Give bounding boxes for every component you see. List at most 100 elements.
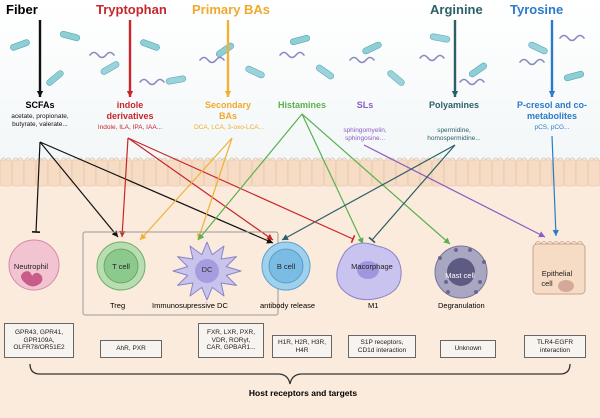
- arrow-head: [198, 233, 205, 240]
- signal-arrow: [127, 137, 274, 241]
- inhibition-bar: [350, 235, 356, 243]
- receptor-box-pcresol: TLR4-EGFR interaction: [524, 335, 586, 358]
- mast-cell-granule: [474, 290, 478, 294]
- metabolite-polyamines: Polyamines: [428, 100, 480, 110]
- microvilli: [468, 157, 480, 161]
- outcome-m1: M1: [368, 301, 379, 310]
- bacterium-rod: [215, 42, 235, 58]
- bacterium-rod: [165, 75, 187, 85]
- receptors-brace: [29, 363, 571, 385]
- scfas-examples-1: acetate, propionate,: [11, 113, 69, 120]
- t-cell-nucleus: [103, 248, 139, 284]
- microvilli: [36, 157, 48, 161]
- outcome-treg: Treg: [110, 301, 126, 310]
- epithelial-cell: [527, 159, 541, 187]
- epithelial-cell: [11, 159, 25, 187]
- microvilli: [336, 157, 348, 161]
- microvilli: [96, 157, 108, 161]
- epithelial-cell: [227, 159, 241, 187]
- signal-arrow: [121, 137, 129, 238]
- signal-arrow: [197, 113, 303, 241]
- epithelial-microvilli: [534, 241, 584, 245]
- bacteria-group: [10, 30, 585, 86]
- microvilli: [588, 157, 600, 161]
- epithelial-cell: [479, 159, 493, 187]
- mast-cell-granule: [444, 280, 448, 284]
- microvilli: [144, 157, 156, 161]
- metabolite-secondary-bas-1: Secondary: [204, 100, 252, 110]
- bacterium-spiral: [559, 34, 585, 42]
- arrow-head: [36, 91, 44, 97]
- microvilli: [60, 157, 72, 161]
- microvilli: [564, 157, 576, 161]
- microvilli: [516, 157, 528, 161]
- epithelial-cell: [299, 159, 313, 187]
- microvilli: [168, 157, 180, 161]
- microvilli: [120, 157, 132, 161]
- inhibition-bar: [368, 236, 376, 244]
- bacterium-rod: [289, 34, 311, 46]
- microvilli: [504, 157, 516, 161]
- signal-arrow: [363, 144, 546, 238]
- metabolite-sls: SLs: [356, 100, 374, 110]
- microvilli: [192, 157, 204, 161]
- t-cell-label: T cell: [112, 262, 130, 271]
- receptor-line: S1P receptors,: [360, 338, 404, 346]
- epithelial-cell: [23, 159, 37, 187]
- mast-cell-granule: [438, 256, 442, 260]
- bacterium-rod: [140, 39, 160, 51]
- receptor-box-polyamines: Unknown: [440, 340, 496, 358]
- source-arginine: Arginine: [430, 2, 483, 17]
- neutrophil-nucleus: [21, 271, 43, 287]
- microvilli: [228, 157, 240, 161]
- macrophage-nucleus: [357, 261, 379, 279]
- epithelial-cell: [263, 159, 277, 187]
- receptor-line: GPR109A,: [23, 336, 55, 344]
- mast-cell-granule: [478, 280, 482, 284]
- source-primary-bas: Primary BAs: [192, 2, 271, 17]
- microvilli: [0, 157, 12, 161]
- mast-cell-granule: [454, 248, 458, 252]
- receptor-line: Unknown: [454, 345, 482, 353]
- receptor-box-sls: S1P receptors, CD1d interaction: [348, 335, 416, 358]
- receptor-line: H4R: [295, 346, 309, 354]
- microvilli: [324, 157, 336, 161]
- receptor-box-indole: AhR, PXR: [100, 340, 162, 358]
- bacterium-rod: [59, 30, 81, 42]
- metabolite-pcresol-2: metabolites: [526, 111, 577, 121]
- epithelial-cell: [191, 159, 205, 187]
- microvilli: [108, 157, 120, 161]
- metabolite-indole-2: derivatives: [106, 111, 154, 121]
- bacterium-rod: [387, 70, 405, 86]
- outcome-immunosuppressive-dc: Immunosupressive DC: [152, 301, 228, 310]
- microvilli: [396, 157, 408, 161]
- arrow-head: [451, 91, 459, 97]
- source-fiber: Fiber: [6, 2, 38, 17]
- microvilli: [252, 157, 264, 161]
- receptor-line: TLR4-EGFR: [536, 338, 574, 346]
- epithelial-cell: [155, 159, 169, 187]
- epithelial-cell: [0, 159, 13, 187]
- indole-examples: Indole, ILA, IPA, IAA...: [97, 124, 163, 131]
- epithelial-cell: [443, 159, 457, 187]
- receptor-line: OLFR78/OR51E2: [13, 344, 65, 352]
- immune-cells: [8, 239, 586, 301]
- footer-label: Host receptors and targets: [248, 388, 358, 398]
- microvilli: [528, 157, 540, 161]
- signal-arrow: [139, 137, 233, 241]
- signaling-arrows: [31, 20, 559, 245]
- mast-cell-granule: [468, 248, 472, 252]
- epithelial-cell: [515, 159, 529, 187]
- polyamines-examples-1: spermidine,: [437, 127, 471, 134]
- neutrophil-label: Neutrophil: [13, 262, 49, 271]
- bacterium-rod: [10, 39, 30, 51]
- epithelial-cell: [143, 159, 157, 187]
- epithelial-cell: [563, 159, 577, 187]
- microvilli: [72, 157, 84, 161]
- microvilli: [444, 157, 456, 161]
- metabolite-histamines: Histamines: [277, 100, 327, 110]
- bacterium-rod: [468, 62, 488, 78]
- receptor-line: AhR, PXR: [116, 345, 146, 353]
